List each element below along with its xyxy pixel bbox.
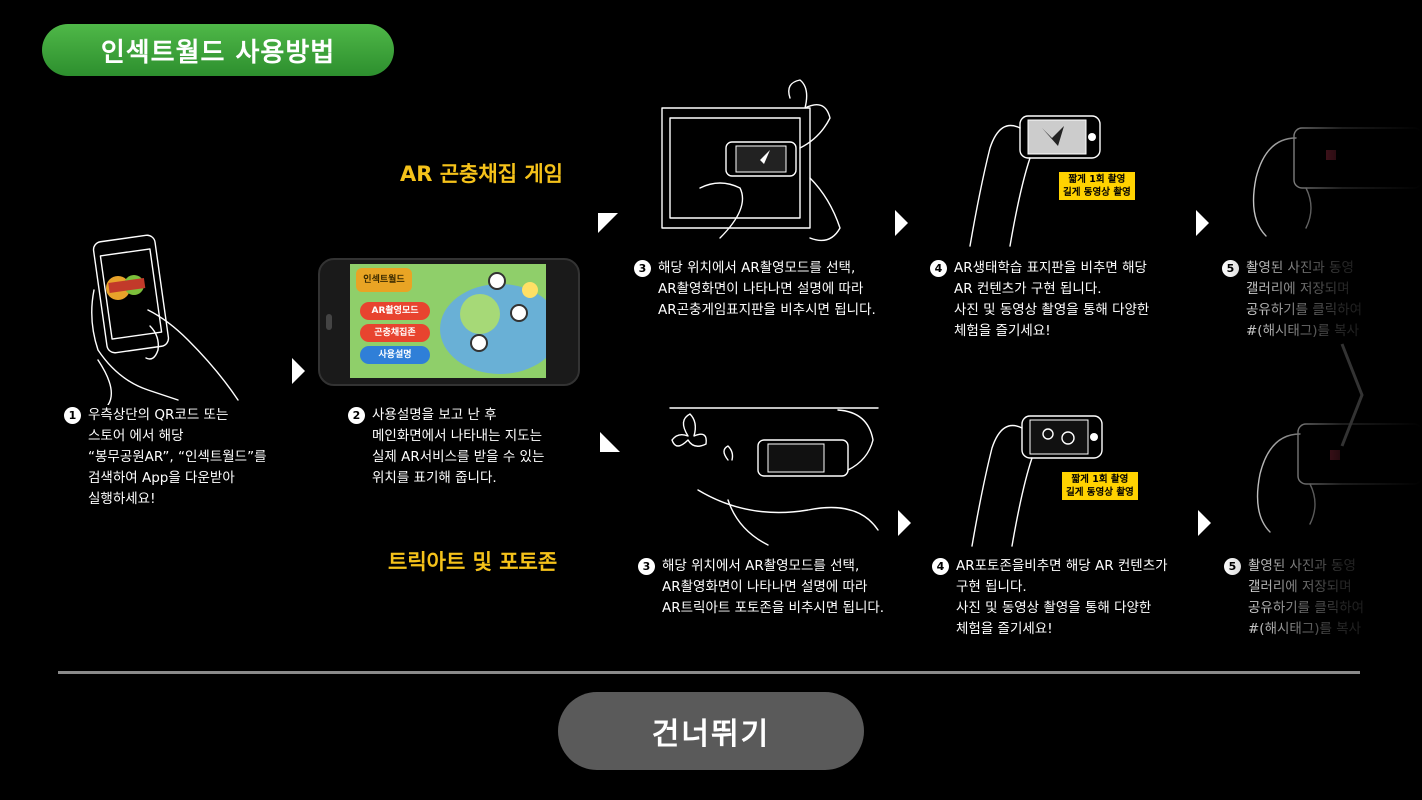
badge-line-short: 짧게 1회 촬영 <box>1068 174 1126 185</box>
step-line: AR촬영화면이 나타나면 설명에 따라 <box>662 579 868 595</box>
corner-arrow-icon <box>600 432 620 452</box>
badge-line-long: 길게 동영상 촬영 <box>1063 187 1131 198</box>
step-number: 4 <box>930 260 947 277</box>
step-line: 구현 됩니다. <box>956 579 1027 595</box>
game-step-3-text: 3 해당 위치에서 AR촬영모드를 선택, AR촬영화면이 나타나면 설명에 따… <box>634 258 876 321</box>
phone-capture-illustration-2 <box>971 415 1103 547</box>
trick-step-5-text: 5 촬영된 사진과 동영 갤러리에 저장되며 공유하기를 클릭하여 #(해시태그… <box>1224 556 1364 640</box>
photozone-illustration <box>669 407 879 546</box>
step-line: 해당 위치에서 AR촬영모드를 선택, <box>662 558 860 574</box>
step-line: AR 컨텐츠가 구현 됩니다. <box>954 281 1102 297</box>
step-line: 갤러리에 저장되며 <box>1248 579 1352 595</box>
step-number: 3 <box>638 558 655 575</box>
share-illustration-2 <box>1256 423 1422 533</box>
skip-button[interactable]: 건너뛰기 <box>558 692 864 770</box>
step-line: #(해시태그)를 복사 <box>1248 621 1362 637</box>
step-line: 공유하기를 클릭하여 <box>1248 600 1365 616</box>
step-number: 5 <box>1224 558 1241 575</box>
step-line: AR촬영화면이 나타나면 설명에 따라 <box>658 281 864 297</box>
step-line: 검색하여 App을 다운받아 <box>88 470 235 486</box>
step-line: 사용설명을 보고 난 후 <box>372 407 497 423</box>
map-button-insect-zone: 곤충채집존 <box>360 324 430 342</box>
arrow-right-icon <box>898 510 911 536</box>
arrow-right-icon <box>895 210 908 236</box>
corner-arrow-icon <box>598 213 618 233</box>
trick-step-3-text: 3 해당 위치에서 AR촬영모드를 선택, AR촬영화면이 나타나면 설명에 따… <box>638 556 884 619</box>
step-line: 갤러리에 저장되며 <box>1246 281 1350 297</box>
game-step-5-text: 5 촬영된 사진과 동영 갤러리에 저장되며 공유하기를 클릭하여 #(해시태그… <box>1222 258 1362 342</box>
section-title-ar-game: AR 곤충채집 게임 <box>400 162 563 186</box>
capture-badge: 짧게 1회 촬영 길게 동영상 촬영 <box>1059 172 1135 200</box>
step-1-text: 1 우측상단의 QR코드 또는 스토어 에서 해당 “봉무공원AR”, “인섹트… <box>64 405 267 510</box>
step-number: 4 <box>932 558 949 575</box>
hand-phone-illustration <box>91 234 239 405</box>
badge-line-long: 길게 동영상 촬영 <box>1066 487 1134 498</box>
step-line: AR트릭아트 포토존을 비추시면 됩니다. <box>662 600 885 616</box>
step-line: 우측상단의 QR코드 또는 <box>88 407 229 423</box>
step-line: 실제 AR서비스를 받을 수 있는 <box>372 449 545 465</box>
step-line: AR생태학습 표지판을 비추면 해당 <box>954 260 1147 276</box>
step-line: AR포토존을비추면 해당 AR 컨텐츠가 <box>956 558 1168 574</box>
map-screen: 인섹트월드 AR촬영모드 곤충채집존 사용설명 <box>350 264 546 378</box>
step-number: 1 <box>64 407 81 424</box>
app-logo: 인섹트월드 <box>356 268 412 292</box>
step-number: 5 <box>1222 260 1239 277</box>
step-line: 사진 및 동영상 촬영을 통해 다양한 <box>956 600 1152 616</box>
share-illustration <box>1252 127 1422 237</box>
page-title: 인섹트월드 사용방법 <box>42 24 394 76</box>
game-step-4-text: 4 AR생태학습 표지판을 비추면 해당 AR 컨텐츠가 구현 됩니다. 사진 … <box>930 258 1149 342</box>
section-title-trick-art: 트릭아트 및 포토존 <box>388 550 558 574</box>
arrow-right-icon <box>1196 210 1209 236</box>
divider <box>58 671 1360 674</box>
step-line: 체험을 즐기세요! <box>956 621 1053 637</box>
arrow-right-icon <box>1198 510 1211 536</box>
map-button-ar-mode: AR촬영모드 <box>360 302 430 320</box>
badge-line-short: 짧게 1회 촬영 <box>1071 474 1129 485</box>
step-line: 촬영된 사진과 동영 <box>1248 558 1356 574</box>
trick-step-4-text: 4 AR포토존을비추면 해당 AR 컨텐츠가 구현 됩니다. 사진 및 동영상 … <box>932 556 1168 640</box>
step-line: 스토어 에서 해당 <box>88 428 184 444</box>
step-2-text: 2 사용설명을 보고 난 후 메인화면에서 나타내는 지도는 실제 AR서비스를… <box>348 405 544 489</box>
step-line: AR곤충게임표지판을 비추시면 됩니다. <box>658 302 876 318</box>
step-number: 3 <box>634 260 651 277</box>
phone-capture-illustration <box>969 115 1101 247</box>
step-line: “봉무공원AR”, “인섹트월드”를 <box>88 449 267 465</box>
step-line: 공유하기를 클릭하여 <box>1246 302 1363 318</box>
arrow-right-icon <box>292 358 305 384</box>
sign-scan-illustration <box>661 79 841 242</box>
step-line: 메인화면에서 나타내는 지도는 <box>372 428 543 444</box>
step-line: 실행하세요! <box>88 491 156 507</box>
step-line: 위치를 표기해 줍니다. <box>372 470 497 486</box>
step-line: 해당 위치에서 AR촬영모드를 선택, <box>658 260 856 276</box>
step-line: #(해시태그)를 복사 <box>1246 323 1360 339</box>
step-line: 촬영된 사진과 동영 <box>1246 260 1354 276</box>
step-line: 체험을 즐기세요! <box>954 323 1051 339</box>
phone-map-device: 인섹트월드 AR촬영모드 곤충채집존 사용설명 <box>318 258 580 386</box>
step-number: 2 <box>348 407 365 424</box>
map-button-guide: 사용설명 <box>360 346 430 364</box>
next-chevron-icon[interactable] <box>1338 340 1368 450</box>
capture-badge-2: 짧게 1회 촬영 길게 동영상 촬영 <box>1062 472 1138 500</box>
step-line: 사진 및 동영상 촬영을 통해 다양한 <box>954 302 1150 318</box>
